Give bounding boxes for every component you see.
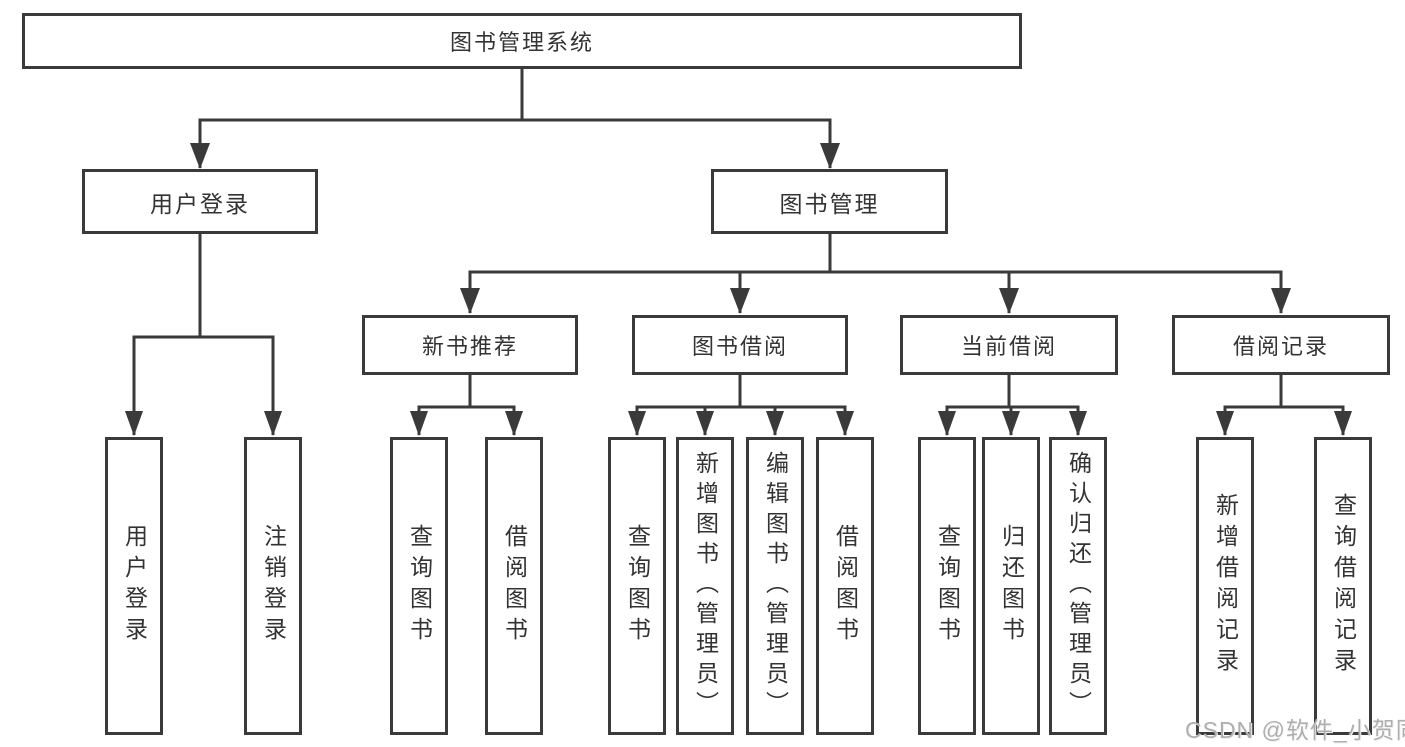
leaf-label: 注销登录 [260,524,287,648]
leaf-label: 新增借阅记录 [1212,493,1239,679]
node-current-borrowing: 当前借阅 [900,315,1118,375]
node-borrowing-records: 借阅记录 [1172,315,1390,375]
leaf-borrow-book-recommend: 借阅图书 [485,437,543,735]
node-library-management-system: 图书管理系统 [22,13,1022,69]
leaf-label: 借阅图书 [832,524,859,648]
node-new-book-recommend: 新书推荐 [362,315,578,375]
leaf-query-book-current: 查询图书 [918,437,976,735]
leaf-user-login: 用户登录 [105,437,163,735]
leaf-label: 查询图书 [406,524,433,648]
leaf-add-book-admin: 新增图书（管理员） [676,437,734,735]
node-user-login: 用户登录 [82,169,318,234]
node-label: 用户登录 [150,190,250,217]
leaf-borrow-book: 借阅图书 [816,437,874,735]
leaf-label: 借阅图书 [501,524,528,648]
csdn-watermark: CSDN @软件_小贺同学 [1185,717,1405,743]
leaf-label: 归还图书 [998,524,1025,648]
leaf-label: 查询图书 [624,524,651,648]
leaf-label: 编辑图书（管理员） [762,451,789,721]
leaf-query-book-recommend: 查询图书 [390,437,448,735]
node-label: 当前借阅 [960,334,1057,359]
leaf-confirm-return-admin: 确认归还（管理员） [1049,437,1107,735]
leaf-logout: 注销登录 [244,437,302,735]
leaf-label: 新增图书（管理员） [692,451,719,721]
node-label: 图书借阅 [691,334,788,359]
leaf-label: 查询图书 [934,524,961,648]
node-label: 图书管理 [779,190,880,217]
node-book-management: 图书管理 [711,169,948,234]
leaf-edit-book-admin: 编辑图书（管理员） [746,437,804,735]
leaf-query-book-borrowing: 查询图书 [608,437,666,735]
leaf-query-borrow-record: 查询借阅记录 [1314,437,1372,735]
leaf-label: 确认归还（管理员） [1065,451,1092,721]
leaf-return-book: 归还图书 [982,437,1040,735]
leaf-label: 查询借阅记录 [1330,493,1357,679]
node-label: 借阅记录 [1232,334,1329,359]
node-label: 新书推荐 [421,334,518,359]
node-label: 图书管理系统 [449,30,594,55]
node-book-borrowing: 图书借阅 [632,315,848,375]
leaf-add-borrow-record: 新增借阅记录 [1196,437,1254,735]
leaf-label: 用户登录 [121,524,148,648]
